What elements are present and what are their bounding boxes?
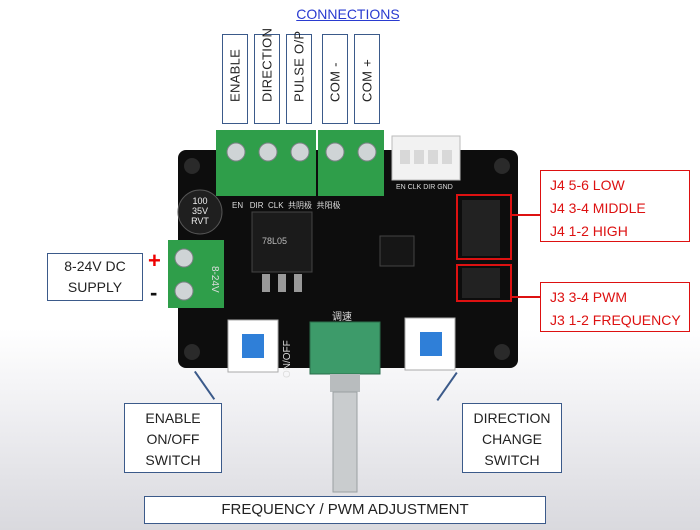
supply-label-box: 8-24V DC SUPPLY xyxy=(47,253,143,301)
mount-hole xyxy=(184,158,200,174)
silk-onoff: ON/OFF xyxy=(282,340,293,378)
terminal-screw xyxy=(174,281,194,301)
ic-chip xyxy=(379,235,415,267)
j3-connector xyxy=(512,296,540,298)
regulator-chip xyxy=(251,211,313,273)
silk-header-pins: EN CLK DIR GND xyxy=(396,184,453,191)
connections-title: CONNECTIONS xyxy=(296,6,400,22)
terminal-screw xyxy=(325,142,345,162)
enable-switch-callout: ENABLE ON/OFF SWITCH xyxy=(124,403,222,473)
j4-connector xyxy=(512,214,540,216)
j3-jumper xyxy=(462,268,500,298)
silk-pins: EN DIR CLK 共阴极 共阳极 xyxy=(232,201,341,210)
j3-callout: J3 3-4 PWM J3 1-2 FREQUENCY xyxy=(540,282,690,332)
terminal-label-pulse: PULSE O/P xyxy=(286,31,312,124)
enable-switch-button xyxy=(242,334,264,358)
terminal-block-left xyxy=(216,130,316,196)
terminal-label-enable: ENABLE xyxy=(222,34,248,124)
j3-highlight xyxy=(456,264,512,302)
terminal-screw xyxy=(290,142,310,162)
terminal-label-com-minus: COM - xyxy=(322,34,348,124)
pot-adjustment-label: FREQUENCY / PWM ADJUSTMENT xyxy=(144,496,546,524)
mount-hole xyxy=(184,344,200,360)
potentiometer-shaft xyxy=(332,391,358,493)
terminal-screw xyxy=(174,248,194,268)
terminal-label-com-plus: COM + xyxy=(354,34,380,124)
potentiometer-body xyxy=(309,321,381,375)
mount-hole xyxy=(494,344,510,360)
silk-voltage: 8-24V xyxy=(209,266,220,293)
silk-speed: 调速 xyxy=(332,312,352,323)
minus-symbol: - xyxy=(150,280,158,305)
direction-switch-button xyxy=(420,332,442,356)
terminal-screw xyxy=(226,142,246,162)
j4-jumper xyxy=(462,200,500,256)
j4-callout: J4 5-6 LOW J4 3-4 MIDDLE J4 1-2 HIGH xyxy=(540,170,690,242)
mount-hole xyxy=(494,158,510,174)
terminal-block-right xyxy=(318,130,384,196)
pcb-board xyxy=(178,150,518,368)
terminal-screw xyxy=(357,142,377,162)
plus-symbol: + xyxy=(148,248,161,273)
potentiometer-collar xyxy=(330,374,360,392)
capacitor xyxy=(177,189,223,235)
terminal-label-direction: DIRECTION xyxy=(254,28,280,124)
terminal-screw xyxy=(258,142,278,162)
silk-chip: 78L05 xyxy=(262,236,288,246)
direction-switch-callout: DIRECTION CHANGE SWITCH xyxy=(462,403,562,473)
j4-highlight xyxy=(456,194,512,260)
